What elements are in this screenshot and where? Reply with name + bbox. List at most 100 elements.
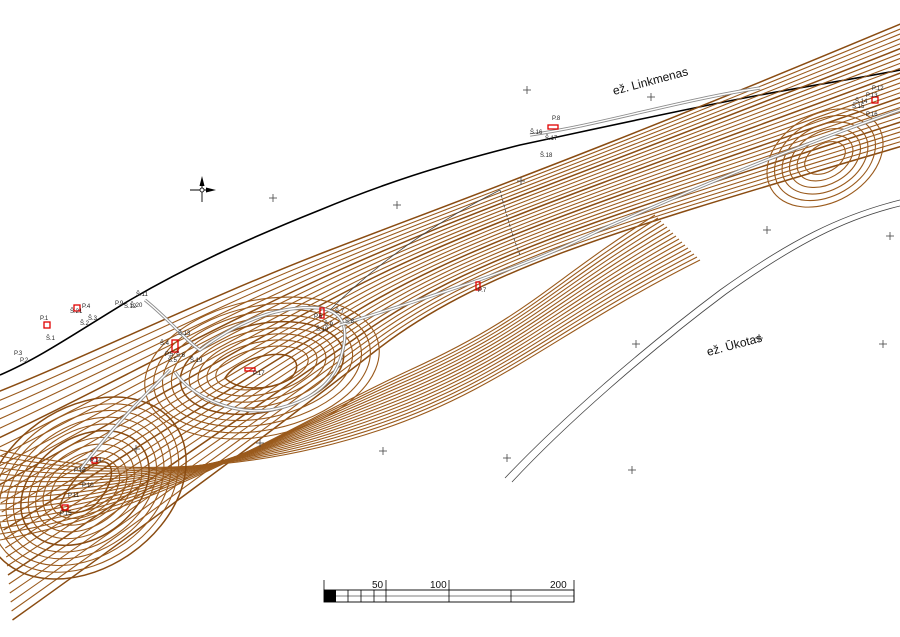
hill-contour xyxy=(5,416,165,560)
contour-line xyxy=(0,82,900,504)
marker-label: Š.17 xyxy=(545,135,558,142)
contour-line xyxy=(0,47,900,439)
knoll-contour xyxy=(781,121,869,195)
marker-label: P.11 xyxy=(68,493,80,499)
hill-contour xyxy=(0,409,172,567)
roads xyxy=(78,86,900,471)
contour-line xyxy=(12,145,900,621)
marker-label: P.1 xyxy=(40,316,49,322)
contour-line xyxy=(0,43,900,429)
marker-label: P.7 xyxy=(478,288,487,294)
marker-label: P.17 xyxy=(253,371,265,377)
contour-line xyxy=(0,250,692,475)
scale-bar: 50 100 200 xyxy=(323,580,575,603)
marker-label: P.6 xyxy=(314,314,323,320)
contour-line xyxy=(0,244,686,483)
marker-label: Š.21 xyxy=(70,308,83,315)
contour-line xyxy=(0,33,900,411)
hill-contour xyxy=(20,429,150,547)
contour-line xyxy=(11,141,900,612)
marker-label: Š.5 xyxy=(168,357,178,364)
marker-label: Š.2 xyxy=(80,320,90,327)
contour-line xyxy=(0,259,701,468)
marker-label: P.4 xyxy=(82,304,91,310)
contour-line xyxy=(5,106,900,549)
marker-label: Š.10 xyxy=(316,326,329,333)
contour-line xyxy=(0,256,698,470)
contour-line xyxy=(10,136,900,603)
knoll-contour xyxy=(773,114,877,202)
contour-line xyxy=(9,131,900,594)
marker-label: Š.8 xyxy=(345,318,355,325)
grid-crosses xyxy=(132,86,894,474)
marker-label: P.12 xyxy=(872,86,884,92)
contour-line xyxy=(5,111,900,558)
scale-tick-label: 100 xyxy=(430,580,447,591)
marker-label: Š.4 xyxy=(160,340,170,347)
contour-line xyxy=(0,38,900,420)
marker-label: Š.18 xyxy=(540,152,553,159)
marker-label: Š.6 xyxy=(176,352,186,359)
north-shoreline xyxy=(0,69,900,376)
contour-line xyxy=(0,241,683,488)
marker-label: Š.20 xyxy=(130,302,143,309)
contour-line xyxy=(6,116,900,567)
hillfort-contour xyxy=(161,308,363,428)
marker-label: P.13 xyxy=(866,93,878,99)
hillfort-contour xyxy=(153,302,371,434)
scale-tick-label: 200 xyxy=(550,580,567,591)
lake-label-south: ež. Ūkotas xyxy=(705,331,763,359)
marker-label: Š.14 xyxy=(855,98,868,105)
marker-label: Š.13 xyxy=(178,330,191,337)
marker-label: P.2 xyxy=(20,358,29,364)
hill-contour xyxy=(49,456,121,520)
contour-line xyxy=(0,28,900,401)
marker-label: P.5 xyxy=(165,352,174,358)
contour-line xyxy=(0,223,665,523)
contour-line xyxy=(0,229,671,511)
contour-line xyxy=(0,217,659,535)
north-arrow-icon xyxy=(190,176,216,202)
hill-contour xyxy=(35,443,135,533)
marker-labels: P.1 P.2 P.3 P.4 P.5 P.6 P.7 P.8 P.9 P.10… xyxy=(14,86,884,517)
marker-label: P.3 xyxy=(14,351,23,357)
marker-label: Š.9 xyxy=(324,321,334,328)
contour-line xyxy=(0,235,677,499)
marker-label: Š.15 xyxy=(852,103,865,110)
knoll-contour xyxy=(796,134,854,182)
marker-label: Š.1 xyxy=(46,335,56,342)
knoll-contour xyxy=(766,108,884,208)
marker-label: Š.11 xyxy=(136,291,149,298)
hill-contour xyxy=(0,396,187,580)
south-shoreline xyxy=(504,199,900,483)
marker-label: P.16 xyxy=(866,112,878,118)
contour-line xyxy=(0,232,674,505)
hillfort-contour xyxy=(188,327,336,409)
contour-line xyxy=(0,57,900,457)
marker-label: P.9 xyxy=(115,301,124,307)
hillfort-contour xyxy=(197,333,327,403)
marker-label: P.15 xyxy=(60,511,72,517)
knoll-contour xyxy=(804,141,846,175)
contour-line xyxy=(3,96,900,531)
contour-line xyxy=(0,226,668,517)
contour-line xyxy=(0,62,900,467)
contour-line xyxy=(0,53,900,448)
marker-label: Š.12 xyxy=(124,303,137,310)
marker-label: P.10 xyxy=(82,483,94,489)
marker-label: Š.7 xyxy=(335,308,345,315)
contour-line xyxy=(4,102,900,540)
marker-label: Š.16 xyxy=(530,129,543,136)
hillfort-plateau xyxy=(59,353,298,514)
hill-contour xyxy=(42,450,128,526)
marker-label: P.8 xyxy=(552,116,561,122)
knoll-contour xyxy=(789,127,861,189)
marker-label: Š.3 xyxy=(88,315,98,322)
hill-contour xyxy=(0,403,180,573)
hillfort-contour xyxy=(206,339,318,397)
scale-tick-label: 50 xyxy=(372,580,384,591)
contour-lines xyxy=(0,23,900,621)
hill-contour xyxy=(12,423,158,553)
contour-line xyxy=(0,214,656,541)
